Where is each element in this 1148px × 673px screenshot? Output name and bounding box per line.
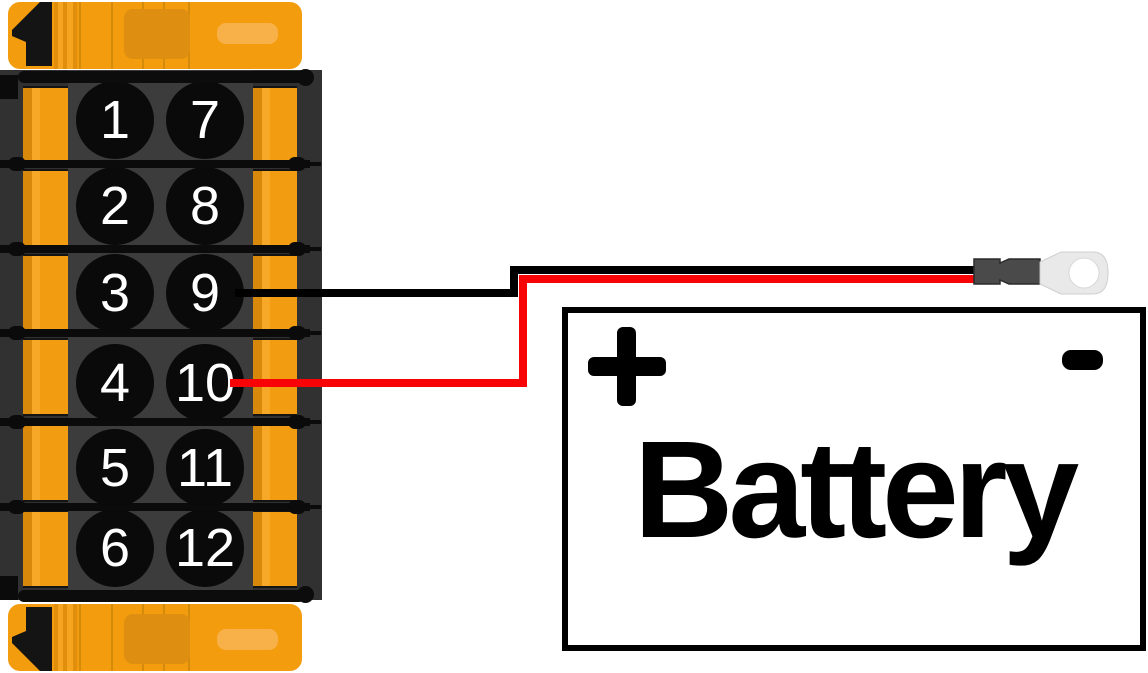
cap-latch-wedge <box>12 607 52 671</box>
retainer-pin-bottom <box>297 586 314 603</box>
battery-box: Battery <box>562 307 1146 651</box>
connector-12pin: 1 2 3 4 5 6 7 8 9 10 11 12 <box>0 0 323 673</box>
retainer-band-top <box>18 71 305 83</box>
cap-latch-wedge <box>12 2 52 66</box>
edge-tab <box>0 576 18 600</box>
battery-negative-symbol <box>1062 350 1103 370</box>
pin-11: 11 <box>166 429 244 507</box>
pin-8: 8 <box>166 167 244 245</box>
seal-slot <box>23 338 68 416</box>
cap-center-block <box>124 9 190 59</box>
pin-4: 4 <box>76 344 154 422</box>
pin-12: 12 <box>166 509 244 587</box>
connector-cap-bottom <box>8 604 302 671</box>
connector-cap-top <box>8 2 302 69</box>
pin-6: 6 <box>76 509 154 587</box>
seal-slot <box>23 510 68 588</box>
terminal-ring-hole <box>1068 257 1100 289</box>
cap-highlight <box>217 629 278 650</box>
row-separator <box>0 157 321 171</box>
pin-9: 9 <box>166 254 244 332</box>
pin-7: 7 <box>166 81 244 159</box>
seal-slot <box>253 86 297 164</box>
red-wire-riser <box>519 275 527 387</box>
seal-slot <box>253 169 297 247</box>
connector-body: 1 2 3 4 5 6 7 8 9 10 11 12 <box>0 70 322 600</box>
pin-1: 1 <box>76 81 154 159</box>
seal-slot <box>253 510 297 588</box>
cap-highlight <box>217 23 278 44</box>
black-wire-riser <box>510 266 518 297</box>
row-separator <box>0 500 321 514</box>
row-separator <box>0 242 321 256</box>
battery-label: Battery <box>633 413 1080 567</box>
row-separator <box>0 415 321 429</box>
seal-slot <box>23 169 68 247</box>
cap-center-block <box>124 614 190 664</box>
pin-5: 5 <box>76 429 154 507</box>
edge-tab <box>0 75 18 99</box>
pin-3: 3 <box>76 254 154 332</box>
black-wire-to-terminal <box>510 266 975 274</box>
seal-slot <box>253 424 297 502</box>
red-wire-pin10-segment <box>230 379 527 387</box>
retainer-pin-top <box>297 69 314 86</box>
red-wire-to-terminal <box>519 275 975 283</box>
seal-slot <box>23 254 68 332</box>
terminal-crimp <box>973 258 1041 285</box>
retainer-band-bottom <box>18 590 305 602</box>
seal-slot <box>23 424 68 502</box>
row-separator <box>0 326 321 340</box>
black-wire-pin9-segment <box>235 289 518 297</box>
seal-slot <box>253 338 297 416</box>
seal-slot <box>23 86 68 164</box>
pin-2: 2 <box>76 167 154 245</box>
ring-terminal <box>973 251 1109 295</box>
